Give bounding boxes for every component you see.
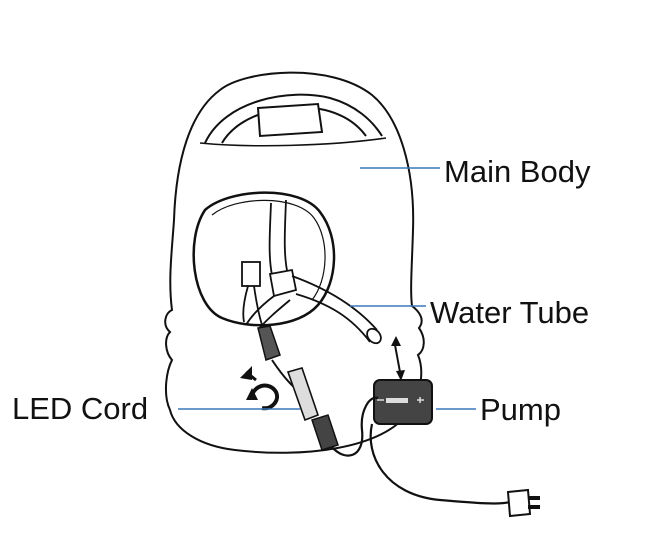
power-cord bbox=[331, 396, 511, 505]
cutaway-window bbox=[192, 191, 336, 327]
pump-label: Pump bbox=[480, 392, 561, 427]
water-tube bbox=[291, 275, 378, 343]
water-tube-label: Water Tube bbox=[430, 295, 590, 330]
led-light bbox=[241, 261, 261, 287]
rotate-arrow-icon bbox=[240, 366, 279, 411]
main-body-label: Main Body bbox=[444, 154, 591, 189]
led-cord-upper bbox=[257, 325, 281, 361]
led-cord-plug bbox=[311, 414, 339, 451]
power-plug-icon bbox=[506, 488, 540, 518]
led-cord-label: LED Cord bbox=[12, 391, 149, 426]
water-tube-end bbox=[366, 327, 382, 345]
inner-tube bbox=[268, 199, 289, 276]
led-wire-inside bbox=[242, 285, 263, 326]
handle-arch bbox=[204, 93, 383, 144]
double-arrow-icon bbox=[391, 336, 405, 381]
handle-grip bbox=[256, 102, 324, 138]
rim-seam bbox=[199, 137, 387, 147]
tube-junction bbox=[268, 268, 298, 298]
cutaway-inner-rim bbox=[211, 199, 326, 301]
led-cord-connector bbox=[286, 367, 320, 422]
pump-box bbox=[373, 379, 433, 425]
